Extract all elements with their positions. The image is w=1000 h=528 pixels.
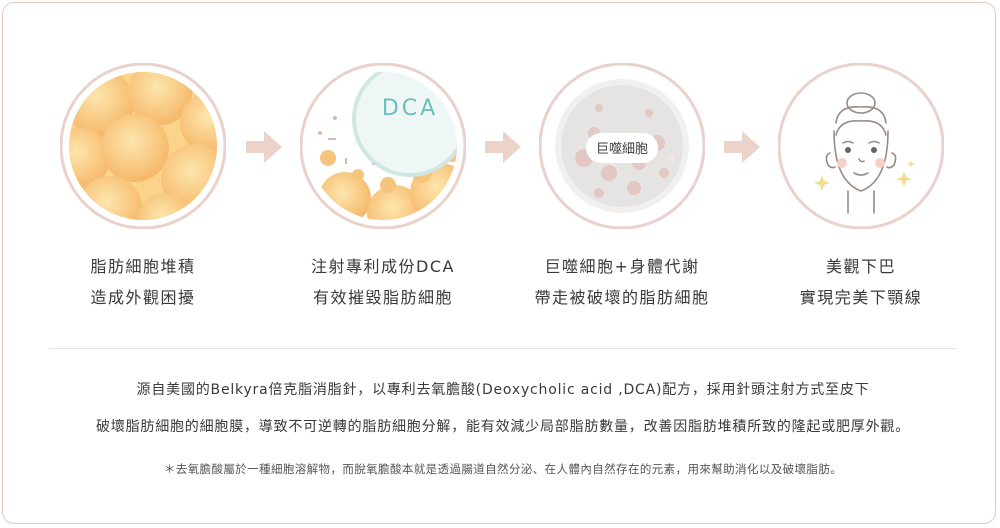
step-2-illustration: DCA	[300, 63, 466, 229]
step-4-caption: 美觀下巴 實現完美下顎線	[741, 251, 981, 313]
divider	[49, 348, 957, 349]
step-caption-line: 巨噬細胞+身體代謝	[544, 257, 700, 276]
step-caption-line: 美觀下巴	[825, 257, 896, 276]
macrophage-icon: 巨噬細胞	[539, 63, 705, 229]
step-1-illustration	[60, 63, 226, 229]
step-caption-line: 造成外觀困擾	[90, 288, 196, 307]
step-3-caption: 巨噬細胞+身體代謝 帶走被破壞的脂肪細胞	[502, 251, 742, 313]
sparkle-icon	[814, 160, 915, 191]
macrophage-badge: 巨噬細胞	[596, 142, 648, 157]
description-line-2: 破壞脂肪細胞的細胞膜，導致不可逆轉的脂肪細胞分解，能有效減少局部脂肪數量，改善因…	[96, 419, 910, 435]
fat-cells-icon	[60, 63, 226, 229]
step-2-caption: 注射專利成份DCA 有效摧毀脂肪細胞	[263, 251, 503, 313]
step-4-illustration	[778, 63, 944, 229]
arrow-right-icon	[246, 131, 282, 163]
dca-badge: DCA	[382, 96, 438, 121]
arrow-right-icon	[724, 131, 760, 163]
step-1-caption: 脂肪細胞堆積 造成外觀困擾	[23, 251, 263, 313]
step-caption-line: 注射專利成份DCA	[311, 257, 455, 276]
step-3-illustration: 巨噬細胞	[539, 63, 705, 229]
arrow-right-icon	[485, 131, 521, 163]
step-caption-line: 脂肪細胞堆積	[90, 257, 196, 276]
step-caption-line: 帶走被破壞的脂肪細胞	[534, 288, 710, 307]
step-caption-line: 實現完美下顎線	[799, 288, 923, 307]
dca-injection-icon: DCA	[300, 63, 466, 229]
step-caption-line: 有效摧毀脂肪細胞	[312, 288, 453, 307]
face-icon	[778, 63, 944, 229]
description-line-1: 源自美國的Belkyra倍克脂消脂針，以專利去氧膽酸(Deoxycholic a…	[136, 382, 870, 398]
footnote: ＊去氧膽酸屬於一種細胞溶解物，而脫氧膽酸本就是透過腸道自然分泌、在人體內自然存在…	[163, 462, 843, 476]
